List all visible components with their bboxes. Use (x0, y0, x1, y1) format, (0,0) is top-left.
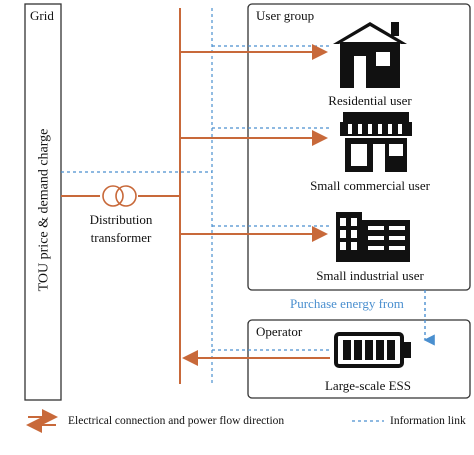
legend-information-label: Information link (390, 415, 466, 427)
shop-icon (340, 112, 412, 172)
large-scale-ess-label: Large-scale ESS (324, 378, 412, 393)
grid-vertical-label: TOU price & demand charge (36, 128, 52, 292)
small-industrial-user-label: Small industrial user (316, 268, 424, 283)
grid-title: Grid (30, 8, 54, 23)
user-group-box (247, 3, 471, 291)
transformer-label-line2: transformer (90, 230, 152, 245)
small-commercial-user-label: Small commercial user (310, 178, 430, 193)
legend-electrical-symbol (26, 409, 58, 433)
user-group-title: User group (256, 8, 315, 23)
battery-icon (334, 332, 411, 368)
factory-icon (336, 212, 410, 262)
purchase-energy-label: Purchase energy from (290, 296, 404, 311)
residential-user-label: Residential user (328, 93, 412, 108)
operator-title: Operator (256, 324, 303, 339)
transformer-symbol (102, 185, 137, 207)
grid-box (24, 3, 62, 401)
house-icon (333, 22, 407, 88)
legend-electrical-label: Electrical connection and power flow dir… (68, 415, 285, 427)
transformer-label-line1: Distribution (89, 212, 153, 227)
